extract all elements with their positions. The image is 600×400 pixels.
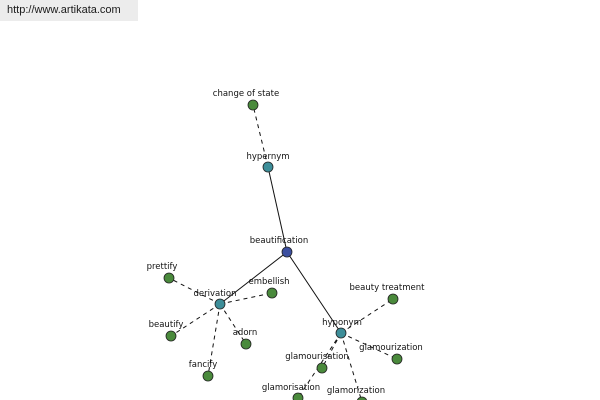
node-derivation[interactable] [214,298,226,310]
label-beautify[interactable]: beautify [149,320,184,330]
node-glamourization[interactable] [391,353,403,365]
edge-hyponym-beauty_treatment [340,298,394,334]
graph-edges [168,104,398,400]
graph-nodes [163,99,403,400]
label-hypernym[interactable]: hypernym [246,152,289,162]
node-change-of-state[interactable] [247,99,259,111]
source-url[interactable]: http://www.artikata.com [0,0,138,21]
label-beauty-treatment[interactable]: beauty treatment [350,283,426,293]
node-embellish[interactable] [266,287,278,299]
edge-hypernym-change_of_state [252,104,269,168]
edge-hyponym-glamourization [340,332,398,360]
label-prettify[interactable]: prettify [147,262,178,272]
label-glamorization[interactable]: glamorization [327,386,385,396]
edge-derivation-beautify [170,303,221,337]
node-hyponym[interactable] [335,327,347,339]
node-glamorisation[interactable] [292,392,304,400]
label-glamourization[interactable]: glamourization [359,343,423,353]
edge-derivation-prettify [168,277,221,305]
edge-derivation-adorn [219,303,247,345]
node-beautification[interactable] [281,246,293,258]
node-hypernym[interactable] [262,161,274,173]
graph-labels: beautification hypernym change of state der… [147,89,426,396]
edge-beautification-hypernym [267,166,288,253]
edge-derivation-embellish [219,292,273,305]
label-adorn[interactable]: adorn [233,328,258,338]
node-prettify[interactable] [163,272,175,284]
edge-hyponym-glamourisation [321,332,342,369]
edge-hyponym-glamorisation [297,332,342,399]
label-derivation[interactable]: derivation [193,289,236,299]
label-change-of-state[interactable]: change of state [213,89,279,99]
label-glamourisation[interactable]: glamourisation [285,352,349,362]
label-glamorisation[interactable]: glamorisation [262,383,320,393]
label-hyponym[interactable]: hyponym [322,318,362,328]
label-beautification[interactable]: beautification [250,236,308,246]
edge-beautification-derivation [219,251,288,305]
label-embellish[interactable]: embellish [248,277,289,287]
node-fancify[interactable] [202,370,214,382]
node-adorn[interactable] [240,338,252,350]
node-glamourisation[interactable] [316,362,328,374]
node-beauty-treatment[interactable] [387,293,399,305]
label-fancify[interactable]: fancify [189,360,218,370]
node-glamorization[interactable] [356,396,368,400]
node-beautify[interactable] [165,330,177,342]
edge-beautification-hyponym [286,251,342,334]
